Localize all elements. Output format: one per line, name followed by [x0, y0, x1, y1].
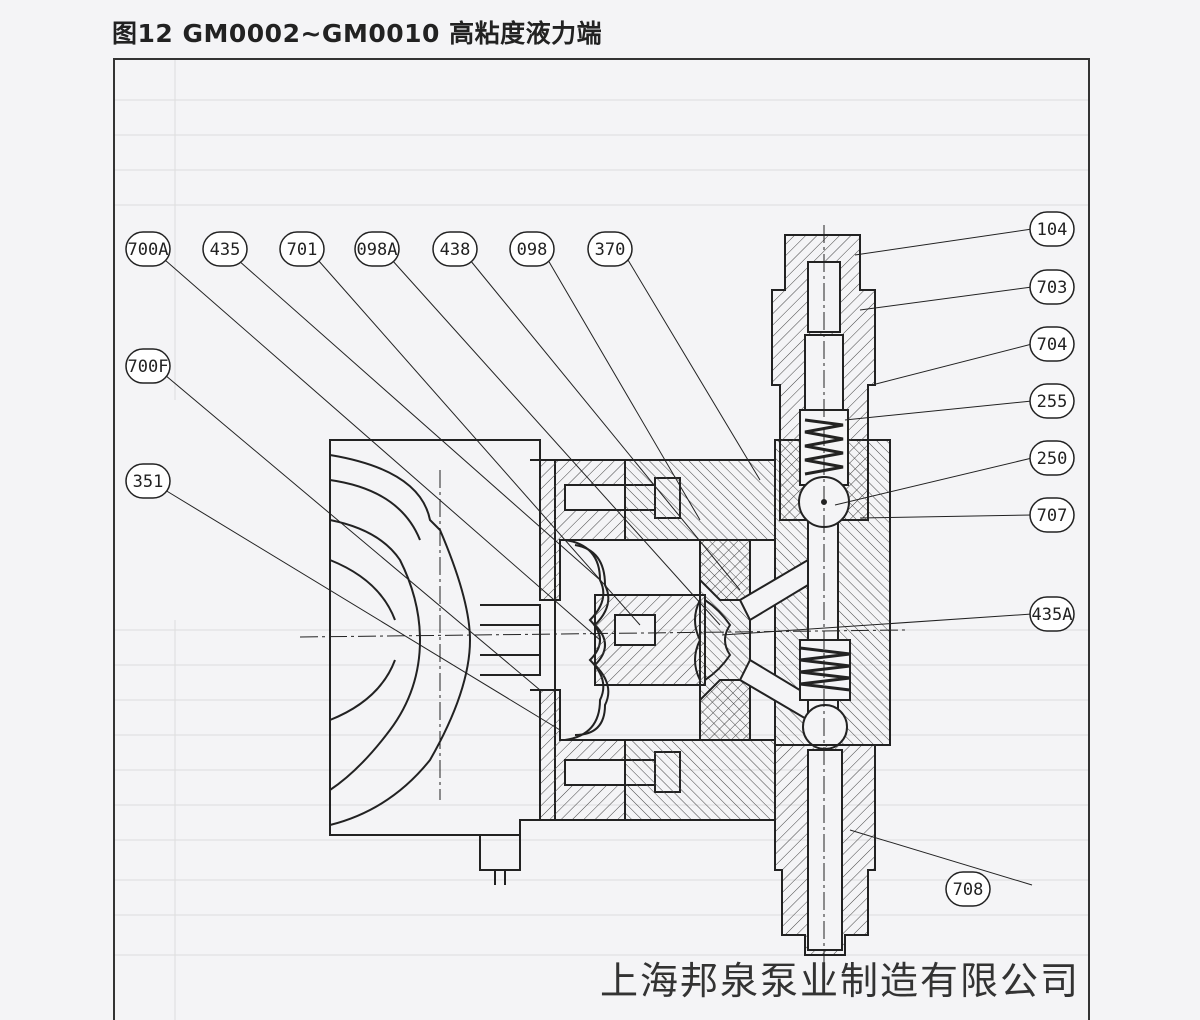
callout-701: 701 — [279, 231, 325, 267]
figure-title: 图12 GM0002~GM0010 高粘度液力端 — [112, 19, 603, 48]
drive-housing — [329, 439, 556, 885]
callout-104: 104 — [1029, 211, 1075, 247]
callout-label: 435A — [1032, 605, 1073, 625]
callout-label: 098 — [517, 240, 548, 260]
callout-label: 707 — [1037, 506, 1068, 526]
callout-703: 703 — [1029, 269, 1075, 305]
callout-label: 435 — [210, 240, 241, 260]
callout-label: 708 — [953, 880, 984, 900]
callout-label: 370 — [595, 240, 626, 260]
callout-704: 704 — [1029, 326, 1075, 362]
diaphragm-assembly — [564, 539, 732, 741]
callout-255: 255 — [1029, 383, 1075, 419]
callout-707: 707 — [1029, 497, 1075, 533]
drawing-frame — [113, 58, 1090, 1020]
center-lines — [299, 225, 906, 965]
lower-valve-cartridge — [774, 639, 876, 956]
callout-098A: 098A — [354, 231, 400, 267]
callout-438: 438 — [432, 231, 478, 267]
callout-098: 098 — [509, 231, 555, 267]
callout-435A: 435A — [1029, 596, 1075, 632]
callout-700F: 700F — [125, 348, 171, 384]
callout-label: 704 — [1037, 335, 1068, 355]
callout-700A: 700A — [125, 231, 171, 267]
callout-label: 701 — [287, 240, 318, 260]
callout-708: 708 — [945, 871, 991, 907]
leader-lines — [164, 228, 1033, 886]
callout-351: 351 — [125, 463, 171, 499]
callout-label: 700A — [128, 240, 169, 260]
callout-label: 250 — [1037, 449, 1068, 469]
company-name: 上海邦泉泵业制造有限公司 — [600, 959, 1081, 1003]
callouts: 700A 435 701 098A 438 098 370 700F — [125, 211, 1075, 907]
callout-435: 435 — [202, 231, 248, 267]
callout-label: 351 — [133, 472, 164, 492]
callout-label: 255 — [1037, 392, 1068, 412]
callout-label: 438 — [440, 240, 471, 260]
callout-label: 703 — [1037, 278, 1068, 298]
callout-label: 098A — [357, 240, 398, 260]
callout-label: 104 — [1037, 220, 1068, 240]
callout-250: 250 — [1029, 440, 1075, 476]
callout-370: 370 — [587, 231, 633, 267]
callout-label: 700F — [128, 357, 169, 377]
